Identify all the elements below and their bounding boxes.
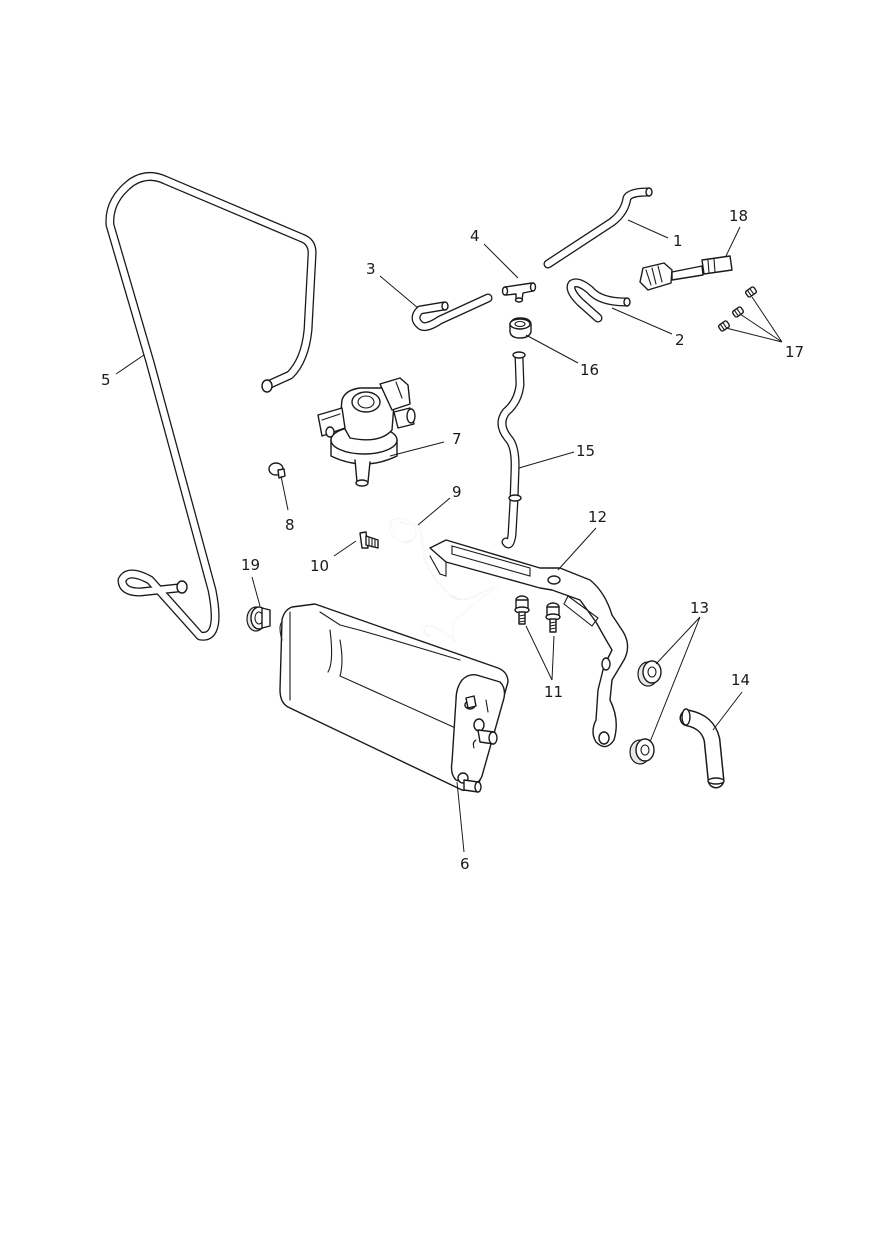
hose-3 xyxy=(411,293,493,332)
connector-18 xyxy=(639,255,733,291)
hose-1 xyxy=(543,187,653,269)
callout-2: 2 xyxy=(675,331,685,349)
hose-2 xyxy=(566,278,631,323)
callout-11: 11 xyxy=(544,683,563,701)
clip-16 xyxy=(509,317,532,339)
callout-labels: 1 2 3 4 5 6 7 8 9 10 11 12 13 14 15 16 1… xyxy=(101,207,804,873)
bracket-12 xyxy=(429,539,629,748)
callout-13: 13 xyxy=(690,599,709,617)
callout-10: 10 xyxy=(310,557,329,575)
callout-17: 17 xyxy=(785,343,804,361)
callout-15: 15 xyxy=(576,442,595,460)
callout-4: 4 xyxy=(470,227,480,245)
leader-lines xyxy=(115,219,783,853)
callout-7: 7 xyxy=(452,430,462,448)
callout-19: 19 xyxy=(241,556,260,574)
callout-6: 6 xyxy=(460,855,470,873)
canister-6 xyxy=(279,603,509,793)
grommets-13 xyxy=(629,660,662,765)
t-piece-4 xyxy=(501,282,537,303)
callout-16: 16 xyxy=(580,361,599,379)
hose-5 xyxy=(105,172,317,641)
hose-15 xyxy=(497,351,526,549)
callout-14: 14 xyxy=(731,671,750,689)
bolts-11 xyxy=(514,595,561,633)
clamp-19 xyxy=(246,606,271,632)
fittings-17 xyxy=(717,286,758,332)
callout-5: 5 xyxy=(101,371,111,389)
callout-9: 9 xyxy=(452,483,462,501)
wire-clip-9 xyxy=(388,517,498,642)
bolt-8 xyxy=(268,462,286,479)
bolt-10 xyxy=(359,531,379,549)
callout-12: 12 xyxy=(588,508,607,526)
callout-18: 18 xyxy=(729,207,748,225)
elbow-hose-14 xyxy=(679,708,725,789)
callout-8: 8 xyxy=(285,516,295,534)
purge-valve-7 xyxy=(317,377,416,487)
callout-3: 3 xyxy=(366,260,376,278)
callout-1: 1 xyxy=(673,232,683,250)
